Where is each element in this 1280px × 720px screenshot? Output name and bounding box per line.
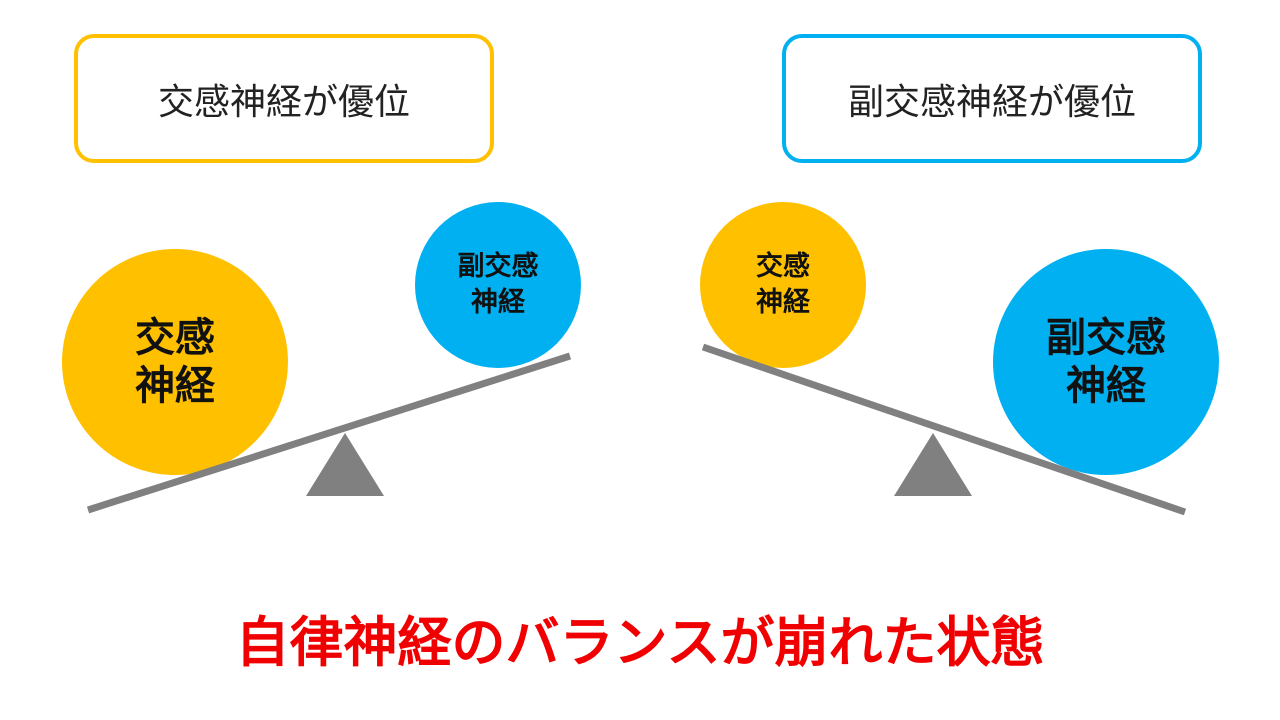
left-small-circle-label: 副交感 神経: [457, 251, 539, 318]
right-beam: [701, 343, 1187, 516]
right-small-circle-label: 交感 神経: [756, 251, 810, 318]
left-beam: [86, 352, 572, 514]
right-parasympathetic-circle: [993, 249, 1219, 475]
left-title: 交感神経が優位: [157, 81, 410, 123]
right-sympathetic-circle: [700, 202, 866, 368]
right-fulcrum: [894, 433, 972, 496]
right-big-circle-label: 副交感 神経: [1046, 315, 1166, 409]
caption: 自律神経のバランスが崩れた状態: [235, 611, 1045, 674]
left-sympathetic-circle: [62, 249, 288, 475]
left-fulcrum: [306, 433, 384, 496]
left-title-box: 交感神経が優位: [74, 34, 494, 163]
left-parasympathetic-circle: [415, 202, 581, 368]
right-title-box: 副交感神経が優位: [782, 34, 1202, 163]
right-title: 副交感神経が優位: [847, 81, 1136, 123]
left-big-circle-label: 交感 神経: [135, 315, 215, 409]
